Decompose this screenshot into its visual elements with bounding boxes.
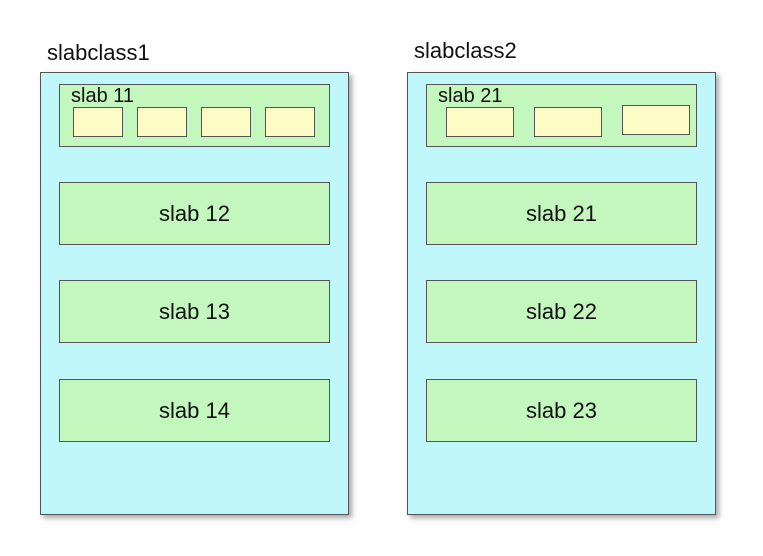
chunk — [534, 107, 602, 137]
slab-with-chunks: slab 11 — [59, 84, 330, 147]
slab: slab 21 — [426, 182, 697, 245]
chunk — [201, 107, 251, 137]
slabclass-title: slabclass1 — [47, 40, 150, 65]
slab: slab 23 — [426, 379, 697, 442]
slab: slab 12 — [59, 182, 330, 245]
slab: slab 13 — [59, 280, 330, 343]
chunk — [137, 107, 187, 137]
slab-with-chunks: slab 21 — [426, 84, 697, 147]
chunk — [73, 107, 123, 137]
slab-label: slab 21 — [438, 85, 503, 107]
chunk — [265, 107, 315, 137]
slabclass-panel: slab 11 slab 12 slab 13 slab 14 — [40, 72, 349, 515]
chunk — [622, 105, 690, 135]
slab: slab 22 — [426, 280, 697, 343]
chunk — [446, 107, 514, 137]
slab: slab 14 — [59, 379, 330, 442]
slabclass-panel: slab 21 slab 21 slab 22 slab 23 — [407, 72, 716, 515]
slab-label: slab 11 — [71, 85, 135, 107]
slabclass-title: slabclass2 — [414, 38, 517, 63]
